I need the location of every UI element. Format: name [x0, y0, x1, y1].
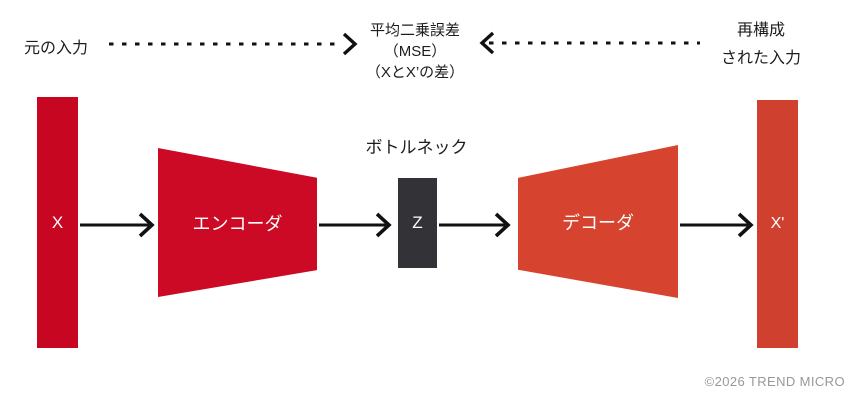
input-to-encoder-arrow	[80, 212, 155, 238]
output-to-mse-dashed-arrow	[479, 31, 700, 55]
output-vector-bar: X'	[757, 100, 798, 348]
mse-label-line1: 平均二乗誤差	[369, 22, 460, 39]
reconstructed-input-line1: 再構成	[736, 22, 785, 39]
decoder-label: デコーダ	[562, 212, 634, 233]
bottleneck-title: ボトルネック	[365, 138, 468, 157]
decoder-to-output-arrow	[680, 212, 754, 238]
mse-label-block: 平均二乗誤差 （MSE） （XとX’の差）	[345, 20, 485, 83]
bottleneck-z-box: Z	[398, 178, 437, 268]
input-vector-bar: X	[37, 97, 78, 348]
latent-label: Z	[412, 213, 423, 232]
original-input-label: 元の入力	[24, 40, 89, 57]
input-to-mse-dashed-arrow	[109, 32, 358, 56]
encoder-trapezoid: エンコーダ	[158, 148, 317, 297]
mse-label-line2: （MSE）	[383, 43, 447, 60]
reconstructed-input-line2: された入力	[720, 50, 801, 67]
encoder-label: エンコーダ	[192, 213, 283, 234]
input-vector-label: X	[51, 212, 64, 232]
decoder-trapezoid: デコーダ	[518, 145, 678, 298]
bottleneck-to-decoder-arrow	[439, 212, 511, 238]
copyright-notice: ©2026 TREND MICRO	[704, 374, 845, 389]
output-vector-label: X'	[770, 215, 785, 232]
mse-label-line3: （XとX’の差）	[365, 64, 465, 81]
encoder-to-bottleneck-arrow	[319, 212, 392, 238]
reconstructed-input-label: 再構成 された入力	[700, 17, 822, 73]
